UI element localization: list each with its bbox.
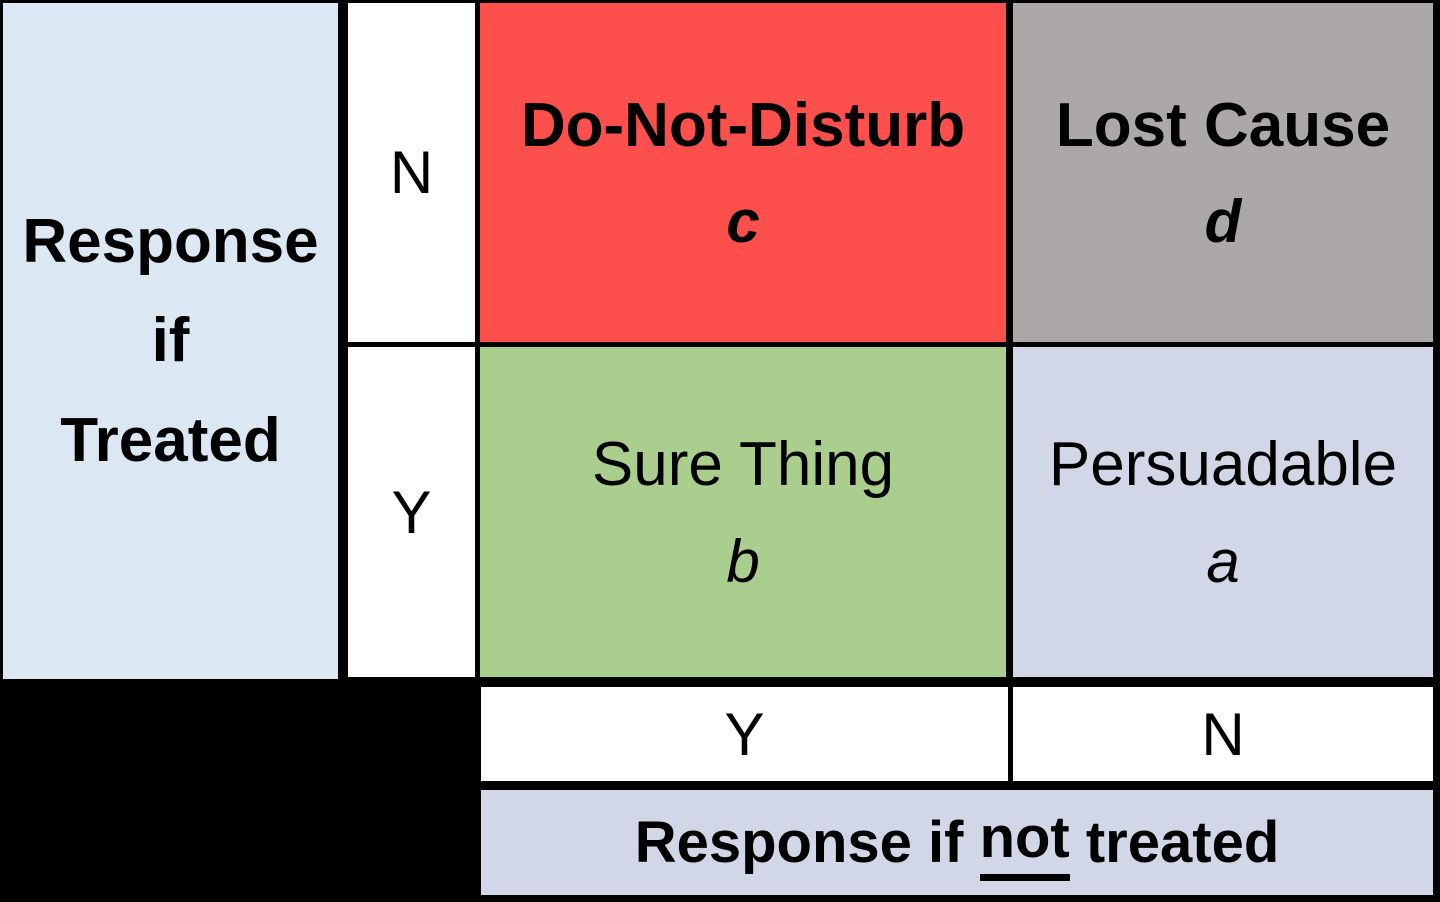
quadrant-title: Do-Not-Disturb [520,90,966,160]
col-axis-prefix: Response if [634,810,980,875]
col-axis-suffix: treated [1069,810,1280,875]
quadrant-persuadable: Persuadable a [1013,347,1433,677]
col-header-n-label: N [1201,700,1245,768]
col-header-y: Y [481,687,1008,781]
quadrant-sure-thing: Sure Thing b [480,347,1006,677]
col-header-y-label: Y [724,700,765,768]
col-axis-label: Response if not treated [481,790,1433,895]
quadrant-letter: c [726,188,760,256]
row-axis-line-1: Response [22,207,319,277]
quadrant-title: Lost Cause [1055,90,1391,160]
row-header-y-label: Y [391,478,432,546]
row-axis-label: Response if Treated [3,3,338,679]
quadrant-letter: d [1204,188,1242,256]
quadrant-title: Persuadable [1048,430,1398,500]
quadrant-letter: b [726,527,760,595]
row-axis-line-2: if [151,306,190,376]
col-axis-emphasized-word: not [979,804,1070,881]
col-header-n: N [1013,687,1433,781]
row-axis-line-3: Treated [60,405,281,475]
row-header-n-label: N [389,139,434,206]
quadrant-do-not-disturb: Do-Not-Disturb c [480,3,1006,342]
quadrant-title: Sure Thing [591,430,895,500]
quadrant-letter: a [1206,527,1240,595]
quadrant-lost-cause: Lost Cause d [1013,3,1433,342]
row-header-y: Y [348,347,475,677]
row-header-n: N [348,3,475,342]
